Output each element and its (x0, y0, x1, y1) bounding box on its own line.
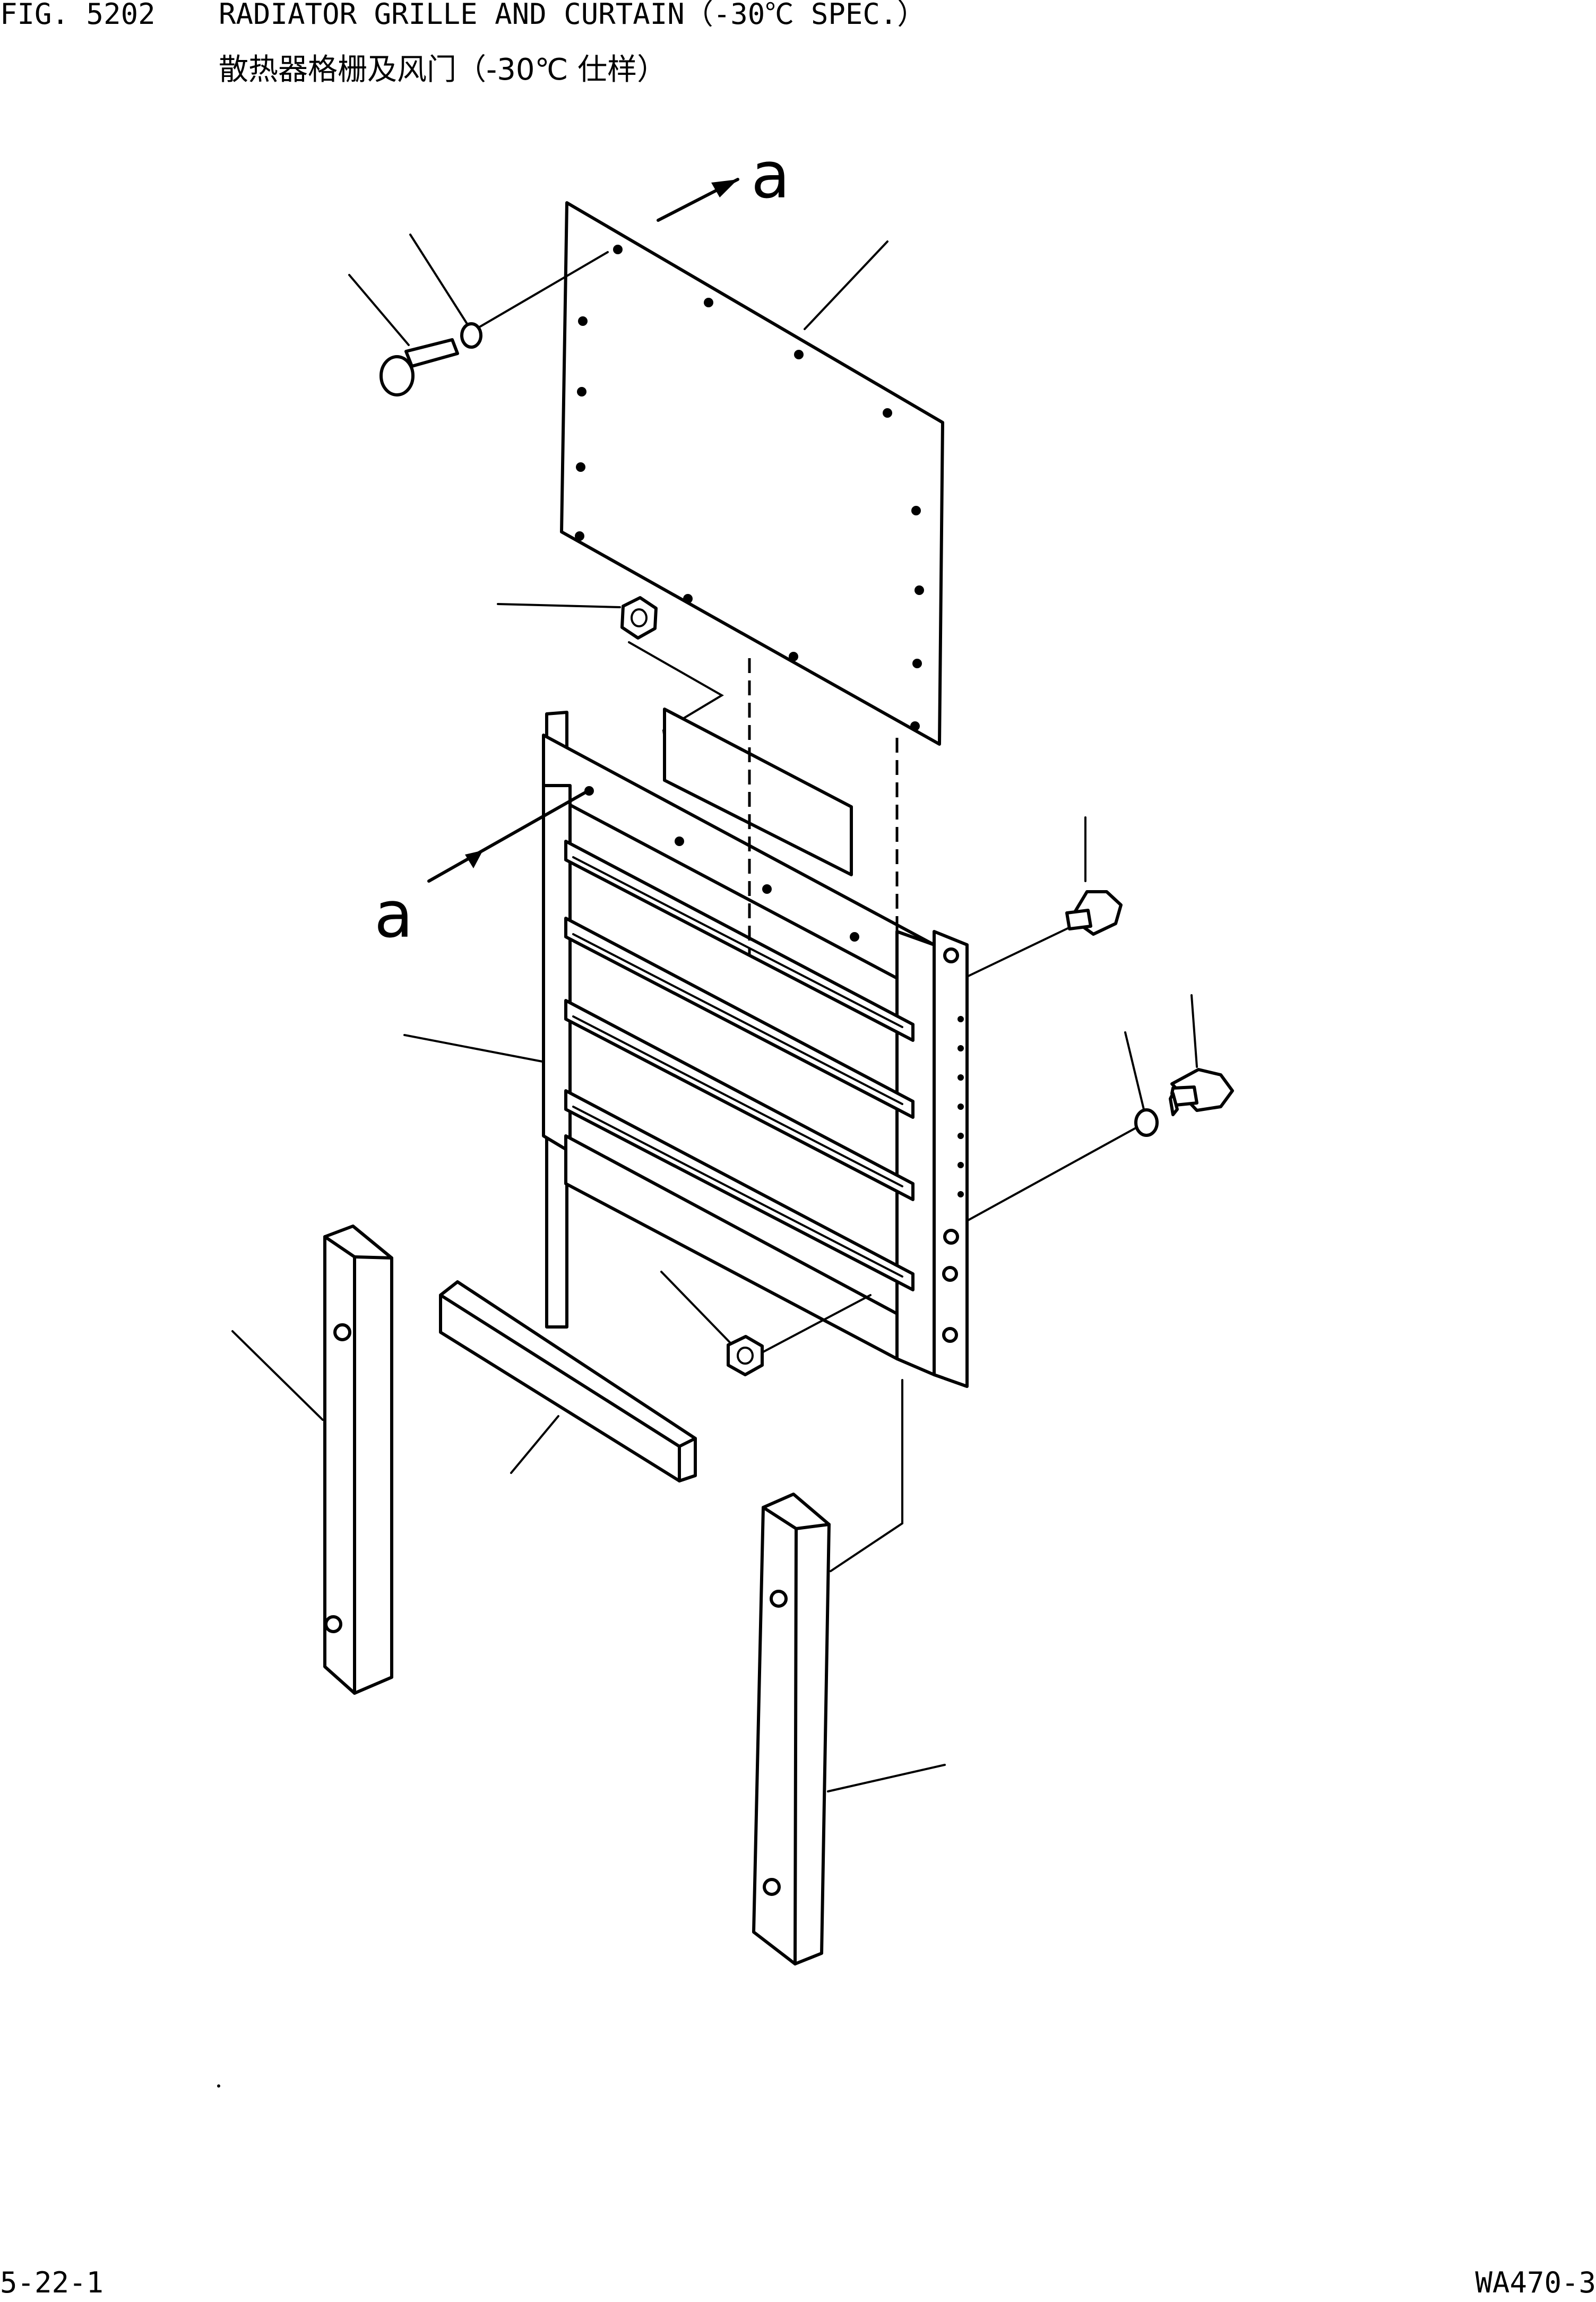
support-bar-left (231, 1225, 393, 1695)
curtain-plate (560, 201, 944, 746)
radiator-grille (403, 658, 969, 1388)
view-marker-top-label: a (751, 139, 790, 213)
support-bar-right (752, 1379, 946, 1965)
title-chinese: 散热器格栅及风门（-30℃ 仕样） (219, 53, 667, 87)
leader-support-bar-right (827, 1764, 946, 1792)
model-code: WA470-3 (1475, 2266, 1596, 2299)
grille-side-holes (942, 947, 964, 1343)
title-english: RADIATOR GRILLE AND CURTAIN（-30℃ SPEC.） (219, 0, 926, 31)
figure-number: FIG. 5202 (0, 0, 156, 31)
stray-mark (217, 2084, 220, 2088)
curtain-bolt (348, 234, 609, 396)
leader-radiator-grille (403, 1034, 543, 1063)
leader-curtain-nut (497, 603, 621, 608)
grille-washer (1134, 1108, 1159, 1137)
leader-grille-nut (660, 1271, 731, 1344)
grille-nut (660, 1271, 872, 1376)
leader-grille-washer (1124, 1031, 1145, 1110)
leader-support-bar-left (231, 1330, 324, 1421)
view-marker-left-label: a (374, 878, 413, 952)
leader-cross-member (510, 1415, 559, 1474)
grille-bolt-lower (966, 994, 1234, 1222)
grille-bolt-upper (966, 816, 1123, 978)
view-marker-left: a (374, 789, 590, 952)
page-number: 5-22-1 (0, 2266, 104, 2299)
leader-grille-bolt-lower (1190, 994, 1198, 1068)
leader-curtain-plate (804, 240, 888, 330)
curtain-washer (460, 322, 482, 349)
leader-curtain-bolt (348, 274, 410, 346)
view-marker-top: a (657, 139, 790, 222)
cross-member (439, 1280, 697, 1482)
curtain-bolt-holes (575, 245, 924, 731)
leader-curtain-washer (409, 234, 468, 325)
